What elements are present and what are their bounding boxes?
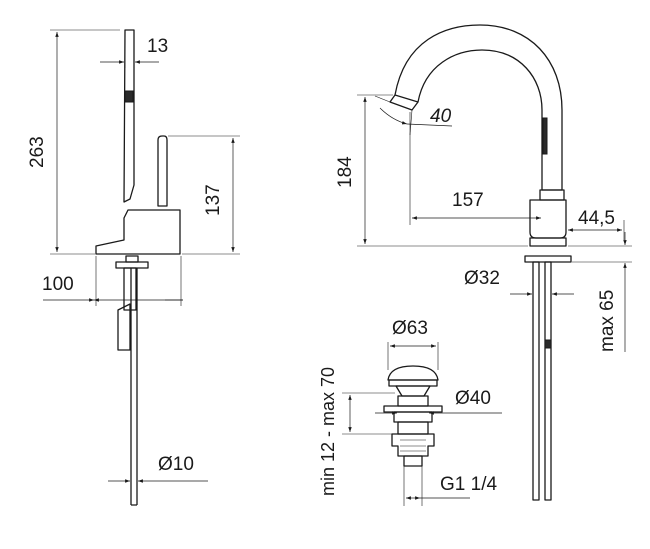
dim-d10-label: Ø10 bbox=[158, 454, 194, 475]
dim-40-angle-label: 40 bbox=[430, 106, 452, 127]
side-view: 263 13 137 100 Ø10 bbox=[27, 29, 240, 506]
waste-view: Ø63 Ø40 min 12 - max 70 G1 1/4 bbox=[318, 318, 502, 506]
dim-137-label: 137 bbox=[203, 184, 224, 216]
front-view: 184 40 157 44,5 max 65 Ø32 bbox=[335, 24, 632, 501]
dim-d40-label: Ø40 bbox=[455, 388, 491, 409]
dim-d32-label: Ø32 bbox=[464, 268, 500, 289]
dim-184-label: 184 bbox=[335, 156, 356, 188]
dim-100-label: 100 bbox=[42, 274, 74, 295]
dim-44-5-label: 44,5 bbox=[578, 208, 615, 229]
dim-13-label: 13 bbox=[147, 36, 168, 57]
front-view-faucet-body bbox=[389, 24, 572, 501]
dim-d63-label: Ø63 bbox=[392, 318, 428, 339]
dim-263-label: 263 bbox=[27, 136, 48, 168]
waste-body bbox=[383, 365, 443, 467]
dim-max-65-label: max 65 bbox=[597, 290, 618, 352]
dim-g1-1-4-label: G1 1/4 bbox=[440, 474, 497, 495]
side-view-faucet-body bbox=[95, 29, 181, 506]
dim-min12-max70-label: min 12 - max 70 bbox=[318, 367, 338, 496]
dim-157-label: 157 bbox=[452, 190, 484, 211]
